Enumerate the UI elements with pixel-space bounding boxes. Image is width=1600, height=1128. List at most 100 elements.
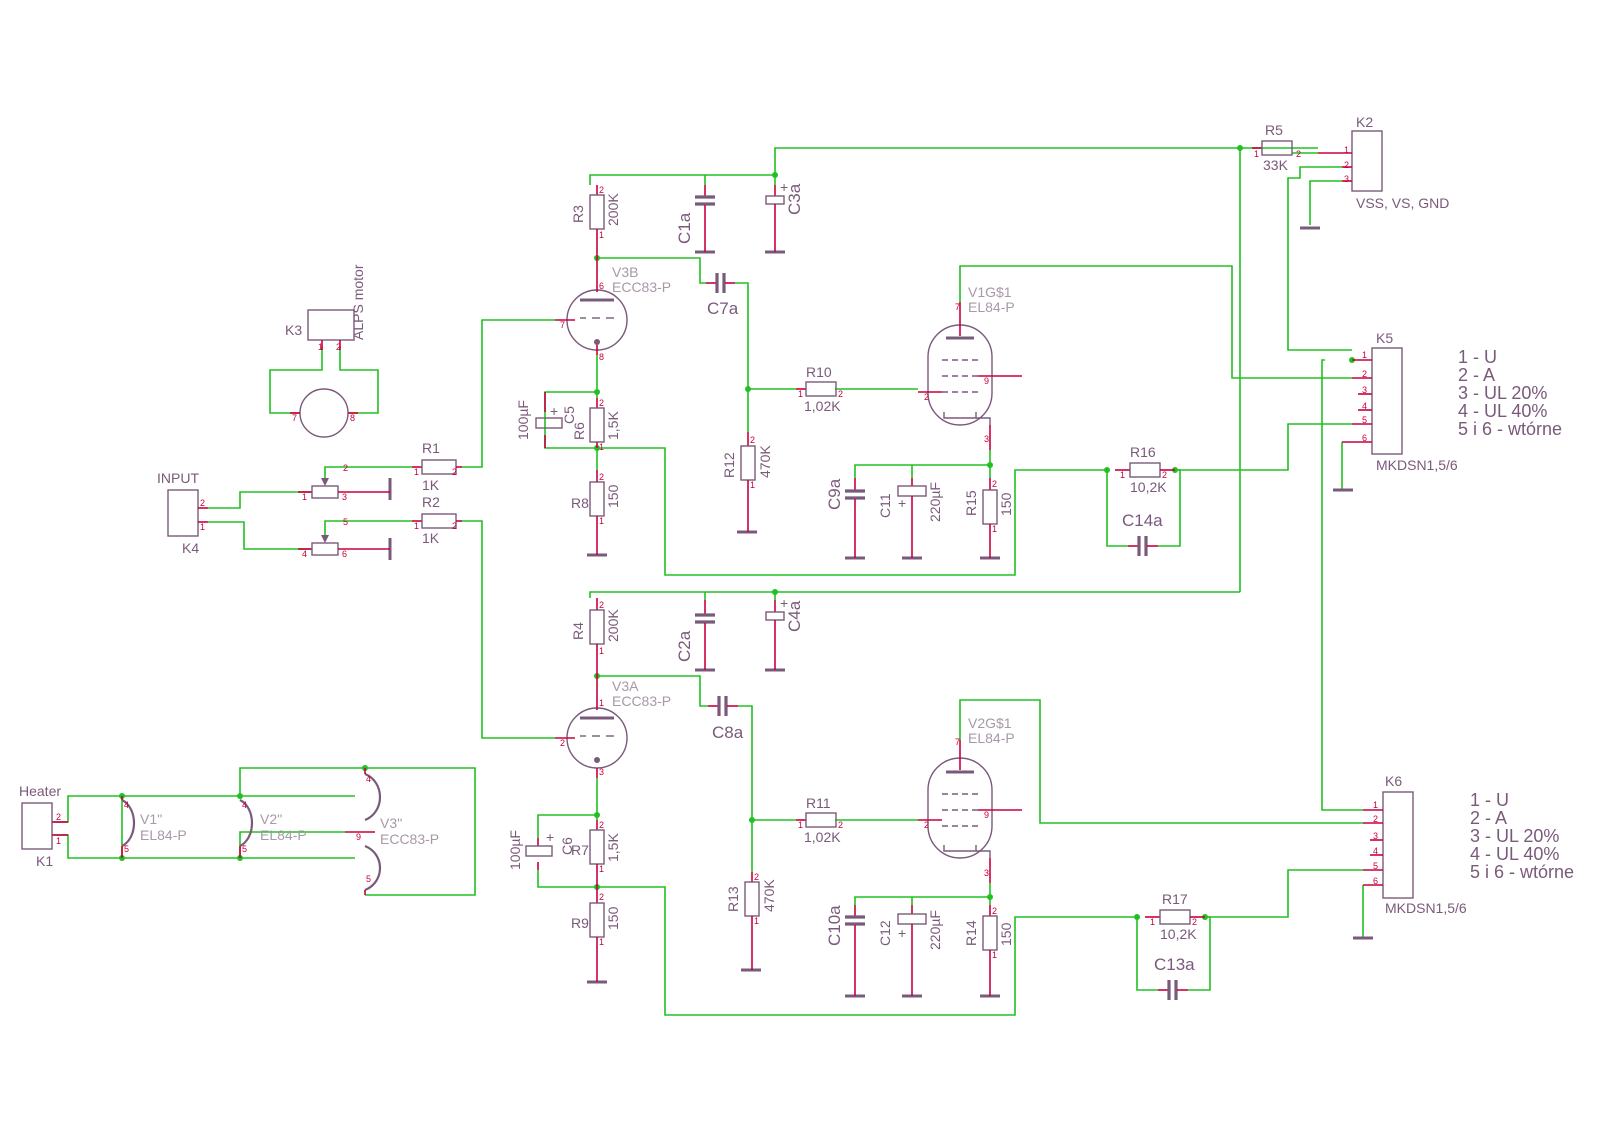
capacitor-c9a: C9a	[825, 478, 865, 558]
c7a-ref: C7a	[707, 299, 739, 318]
r5-ref: R5	[1265, 122, 1283, 138]
svg-text:1: 1	[754, 916, 759, 926]
v2h-ref: V2''	[260, 811, 282, 827]
svg-text:2: 2	[924, 820, 929, 830]
c12-value: 220µF	[927, 910, 943, 950]
capacitor-c12: + C12 220µF	[877, 905, 943, 996]
svg-text:5: 5	[366, 874, 371, 884]
r4-ref: R4	[570, 622, 586, 640]
svg-text:1: 1	[302, 492, 307, 502]
svg-text:5: 5	[242, 844, 247, 854]
r13-value: 470K	[761, 879, 777, 912]
svg-text:1: 1	[200, 522, 205, 532]
r10-ref: R10	[806, 364, 832, 380]
svg-text:1: 1	[599, 230, 604, 240]
c11-value: 220µF	[927, 482, 943, 522]
resistor-r15: R15 150 21	[963, 478, 1014, 558]
svg-text:2: 2	[1296, 149, 1301, 159]
k1-label: Heater	[19, 783, 61, 799]
r8-value: 150	[605, 484, 621, 508]
r10-value: 1,02K	[804, 398, 841, 414]
v1h-ref: V1''	[140, 811, 162, 827]
r15-value: 150	[998, 492, 1014, 516]
c10a-ref: C10a	[825, 905, 844, 946]
legend-k5: 1 - U 2 - A 3 - UL 20% 4 - UL 40% 5 i 6 …	[1458, 347, 1562, 439]
svg-text:8: 8	[599, 352, 604, 362]
r14-ref: R14	[963, 920, 979, 946]
svg-text:1: 1	[599, 864, 604, 874]
r16-value: 10,2K	[1130, 479, 1167, 495]
svg-text:4: 4	[302, 549, 307, 559]
v1-ref: V1G$1	[968, 284, 1012, 300]
capacitor-c14a: C14a	[1122, 511, 1163, 556]
legend-k6-3: 3 - UL 20%	[1470, 826, 1559, 846]
c4a-ref: C4a	[785, 600, 804, 632]
v3h-type: ECC83-P	[380, 831, 439, 847]
wires	[54, 147, 1364, 1016]
capacitor-c5: + 100µF C5	[515, 392, 577, 448]
svg-text:3: 3	[1362, 385, 1367, 395]
resistor-r9: R9 150 21	[571, 887, 621, 982]
svg-text:9: 9	[984, 810, 989, 820]
k4-ref: K4	[182, 540, 199, 556]
svg-text:2: 2	[56, 812, 61, 822]
resistor-r13: R13 470K 2 1	[725, 872, 777, 970]
svg-text:1: 1	[599, 516, 604, 526]
heater-v3: V3'' ECC83-P 495	[345, 768, 439, 895]
k2-label: VSS, VS, GND	[1356, 195, 1449, 211]
r8-ref: R8	[571, 495, 589, 511]
svg-text:4: 4	[1373, 846, 1378, 856]
capacitor-c11: + C11 220µF	[877, 478, 943, 558]
svg-text:2: 2	[599, 892, 604, 902]
svg-text:4: 4	[242, 800, 247, 810]
svg-text:6: 6	[342, 549, 347, 559]
svg-text:2: 2	[838, 389, 843, 399]
capacitor-c8a: C8a	[708, 696, 744, 742]
resistor-r7: R7 1,5K 21	[571, 820, 621, 887]
svg-text:+: +	[546, 829, 554, 845]
svg-text:2: 2	[200, 498, 205, 508]
v1-type: EL84-P	[968, 299, 1015, 315]
r5-value: 33K	[1263, 157, 1289, 173]
k6-ref: K6	[1385, 773, 1402, 789]
r9-ref: R9	[571, 915, 589, 931]
k5-ref: K5	[1376, 330, 1393, 346]
svg-text:1: 1	[414, 467, 419, 477]
r7-value: 1,5K	[605, 833, 621, 862]
r13-ref: R13	[725, 886, 741, 912]
svg-text:2: 2	[754, 872, 759, 882]
svg-text:2: 2	[599, 185, 604, 195]
svg-text:9: 9	[356, 832, 361, 842]
svg-text:2: 2	[336, 342, 341, 352]
svg-text:3: 3	[984, 868, 989, 878]
svg-text:2: 2	[599, 472, 604, 482]
c14a-ref: C14a	[1122, 511, 1163, 530]
svg-text:2: 2	[452, 521, 457, 531]
svg-text:6: 6	[599, 281, 604, 291]
legend-k6-2: 2 - A	[1470, 808, 1507, 828]
tube-v3a: V3A ECC83-P 123	[555, 676, 671, 778]
k3-ref: K3	[285, 322, 302, 338]
tube-v3b: V3B ECC83-P 678	[555, 258, 671, 362]
svg-text:2: 2	[924, 392, 929, 402]
svg-text:2: 2	[992, 906, 997, 916]
svg-text:1: 1	[1373, 800, 1378, 810]
svg-text:4: 4	[366, 774, 371, 784]
svg-text:2: 2	[992, 479, 997, 489]
heater-v2: V2'' EL84-P 45	[239, 799, 307, 858]
svg-text:3: 3	[342, 492, 347, 502]
c8a-ref: C8a	[712, 723, 744, 742]
svg-text:2: 2	[1192, 917, 1197, 927]
capacitor-c2a: C2a	[675, 600, 715, 670]
legend-k5-2: 2 - A	[1458, 365, 1495, 385]
r3-ref: R3	[570, 205, 586, 223]
k5-label: MKDSN1,5/6	[1376, 457, 1458, 473]
svg-text:7: 7	[560, 320, 565, 330]
svg-text:7: 7	[955, 302, 960, 312]
resistor-r8: R8 150 2 1	[571, 448, 621, 555]
